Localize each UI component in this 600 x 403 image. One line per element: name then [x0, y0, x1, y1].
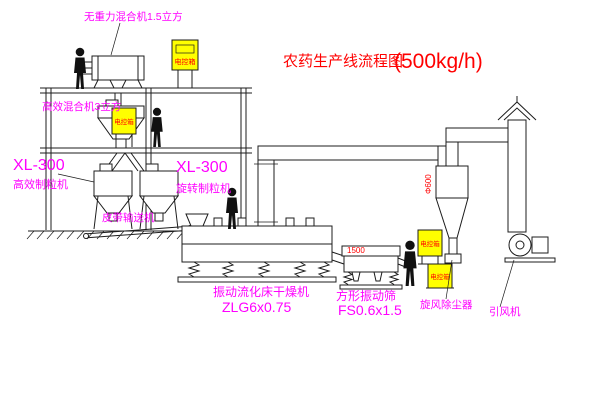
y-splitter-pipe: [103, 152, 145, 172]
dryer-springs: [187, 261, 331, 278]
granulator-left: [92, 163, 134, 230]
cabinet-a-text: 电控箱: [175, 57, 196, 66]
gravity-free-mixer: [77, 55, 145, 106]
dimension-1500: 1500: [347, 246, 365, 255]
label-sieve-name: 方形振动筛: [336, 288, 396, 303]
label-granulator-left-name: 高效制粒机: [13, 177, 68, 191]
label-sieve-model: FS0.6x1.5: [338, 302, 402, 318]
granulator-right: [138, 163, 180, 230]
leader-lines: [57, 22, 515, 308]
cyclone-outlet-duct: [445, 127, 511, 143]
label-dryer-model: ZLG6x0.75: [222, 299, 291, 315]
person-figure: [151, 107, 163, 147]
person-figure: [403, 240, 417, 286]
label-belt-conveyor: 皮带输送机: [102, 211, 155, 224]
fluid-bed-dryer: [177, 213, 345, 283]
label-dryer-name: 振动流化床干燥机: [213, 285, 309, 299]
control-cabinet-a: 电控箱: [171, 39, 199, 89]
vibrating-sieve: [339, 245, 409, 290]
sieve-springs: [342, 271, 400, 285]
label-fan: 引风机: [489, 305, 521, 318]
rain-cap: [497, 96, 537, 121]
label-granulator-left-model: XL-300: [13, 157, 65, 174]
label-gravity-mixer: 无重力混合机1.5立方: [84, 10, 183, 23]
label-granulator-mid-model: XL-300: [176, 159, 228, 176]
diagram-title-capacity: (500kg/h): [394, 50, 483, 73]
cabinet-d-text: 电控箱: [430, 272, 450, 281]
exhaust-stack: [497, 96, 537, 233]
control-cabinet-b: 电控箱: [111, 107, 137, 147]
belt-conveyor: [83, 225, 193, 239]
person-figure: [74, 47, 86, 89]
cyclone-separator: [435, 127, 469, 264]
cabinet-c-text: 电控箱: [420, 239, 440, 248]
diagram-title: 农药生产线流程图: [283, 53, 403, 70]
label-cyclone: 旋风除尘器: [420, 298, 473, 311]
control-cabinet-c: 电控箱: [417, 229, 444, 265]
induced-draft-fan: [504, 233, 556, 263]
cabinet-b-text: 电控箱: [114, 117, 134, 126]
label-granulator-mid-name: 旋转制粒机: [176, 181, 231, 195]
duct-diameter: Φ600: [424, 174, 433, 194]
label-high-efficiency-mixer: 高效混合机3立方: [42, 100, 121, 113]
